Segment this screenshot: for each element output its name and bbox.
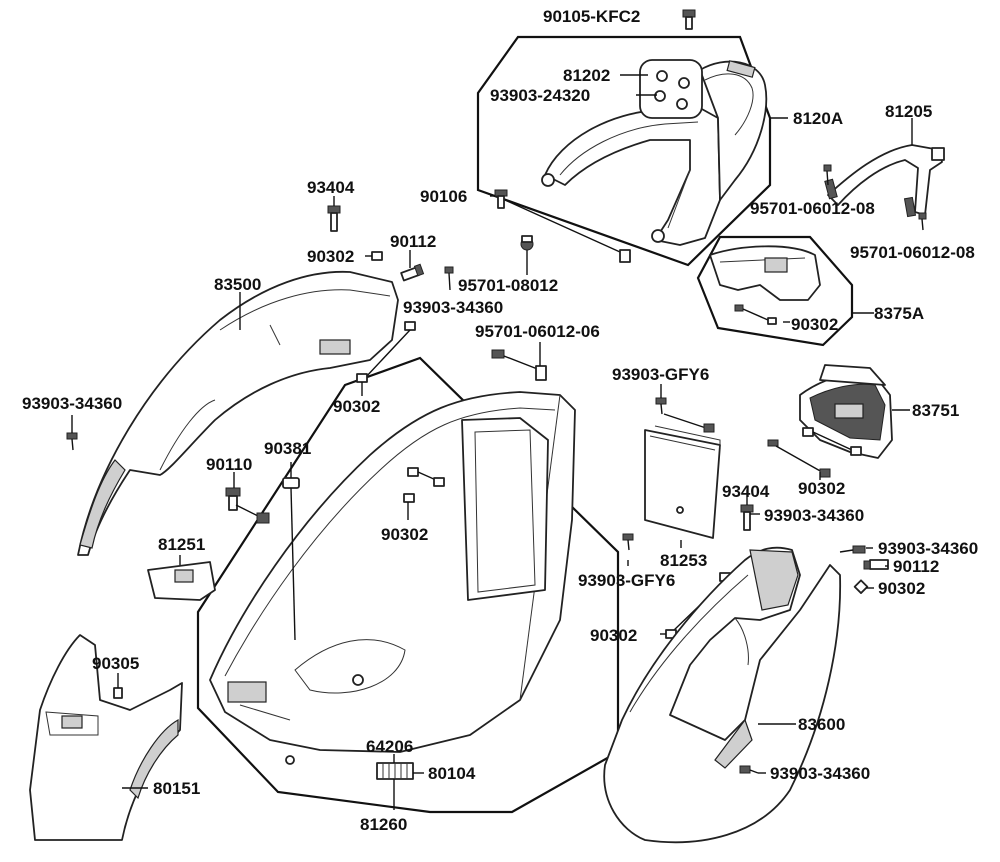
bolt-93404-a bbox=[327, 205, 341, 232]
screw-95701-06012-06 bbox=[491, 349, 547, 381]
fuse-box-80104 bbox=[376, 762, 414, 780]
label-90381: 90381 bbox=[264, 439, 311, 458]
label-90105-kfc2: 90105-KFC2 bbox=[543, 7, 640, 26]
battery-cover-81253 bbox=[644, 425, 721, 539]
screw-93903-34360-b bbox=[66, 432, 78, 451]
label-90305: 90305 bbox=[92, 654, 139, 673]
rear-carrier bbox=[541, 59, 768, 246]
label-90302-g: 90302 bbox=[590, 626, 637, 645]
label-90110: 90110 bbox=[206, 455, 252, 474]
rear-fender-83751 bbox=[799, 364, 893, 459]
screw-93903-34360-e bbox=[739, 765, 759, 774]
label-95701-08012: 95701-08012 bbox=[458, 276, 558, 295]
label-64206: 64206 bbox=[366, 737, 413, 756]
screw-95701-06012-08-a bbox=[823, 164, 832, 186]
label-90302-f: 90302 bbox=[878, 579, 925, 598]
screw-93903-34360-a bbox=[444, 266, 454, 291]
screw-95701-06012-08-b bbox=[918, 212, 927, 231]
screw-93903-34360-d bbox=[839, 545, 866, 554]
label-81260: 81260 bbox=[360, 815, 407, 834]
bolt-90105-kfc2 bbox=[682, 9, 696, 30]
label-93903-gfy6-a: 93903-GFY6 bbox=[612, 365, 709, 384]
label-8120a: 8120A bbox=[793, 109, 843, 128]
leader-lines bbox=[71, 74, 913, 810]
bolt-90112-a bbox=[400, 263, 425, 282]
label-81253: 81253 bbox=[660, 551, 707, 570]
label-93404-a: 93404 bbox=[307, 178, 355, 197]
nut-90302-a bbox=[371, 251, 383, 261]
label-93903-34360-a: 93903-34360 bbox=[403, 298, 503, 317]
screw-93903-gfy6-b bbox=[622, 533, 634, 551]
screw-93903-gfy6-a bbox=[655, 397, 715, 433]
front-lower-cover bbox=[29, 634, 183, 841]
label-83500: 83500 bbox=[214, 275, 261, 294]
part-labels: 90105-KFC2 81202 93903-24320 8120A 81205… bbox=[22, 7, 978, 834]
left-side-cover bbox=[77, 270, 416, 556]
rear-cover-8375a bbox=[709, 245, 821, 325]
label-95701-06012-08-b: 95701-06012-08 bbox=[850, 243, 975, 262]
label-80104: 80104 bbox=[428, 764, 476, 783]
label-81202: 81202 bbox=[563, 66, 610, 85]
label-93903-34360-b: 93903-34360 bbox=[22, 394, 122, 413]
label-93903-34360-d: 93903-34360 bbox=[878, 539, 978, 558]
rear-cover-group-box bbox=[696, 235, 854, 347]
luggage-box bbox=[209, 391, 576, 765]
label-93903-34360-c: 93903-34360 bbox=[764, 506, 864, 525]
bolt-90112-b bbox=[863, 559, 889, 570]
label-80151: 80151 bbox=[153, 779, 200, 798]
label-83600: 83600 bbox=[798, 715, 845, 734]
label-95701-06012-08-a: 95701-06012-08 bbox=[750, 199, 875, 218]
right-side-cover-83600 bbox=[603, 546, 842, 844]
backrest-pad bbox=[639, 59, 703, 119]
label-90112-a: 90112 bbox=[390, 232, 436, 251]
nut-90302-g bbox=[853, 579, 869, 594]
label-95701-06012-06: 95701-06012-06 bbox=[475, 322, 600, 341]
screw-95701-08012 bbox=[520, 235, 534, 251]
label-90302-e: 90302 bbox=[381, 525, 428, 544]
label-93903-34360-e: 93903-34360 bbox=[770, 764, 870, 783]
label-93903-gfy6-b: 93903-GFY6 bbox=[578, 571, 675, 590]
label-93404-b: 93404 bbox=[722, 482, 770, 501]
label-83751: 83751 bbox=[912, 401, 959, 420]
lid-81251 bbox=[147, 561, 216, 601]
label-93903-24320: 93903-24320 bbox=[490, 86, 590, 105]
label-81251: 81251 bbox=[158, 535, 205, 554]
label-81205: 81205 bbox=[885, 102, 932, 121]
label-8375a: 8375A bbox=[874, 304, 924, 323]
label-90302-b: 90302 bbox=[791, 315, 838, 334]
bolt-90110 bbox=[225, 487, 270, 524]
bolt-93404-b bbox=[740, 504, 754, 531]
bolt-90106 bbox=[494, 189, 631, 263]
label-90302-c: 90302 bbox=[333, 397, 380, 416]
rear-carrier-group-box bbox=[476, 35, 772, 267]
label-90302-d: 90302 bbox=[798, 479, 845, 498]
bolt-90381 bbox=[282, 477, 300, 641]
label-90112-b: 90112 bbox=[893, 557, 939, 576]
screw-93903-34360-c bbox=[767, 439, 831, 478]
label-90302-a: 90302 bbox=[307, 247, 354, 266]
label-90106: 90106 bbox=[420, 187, 467, 206]
